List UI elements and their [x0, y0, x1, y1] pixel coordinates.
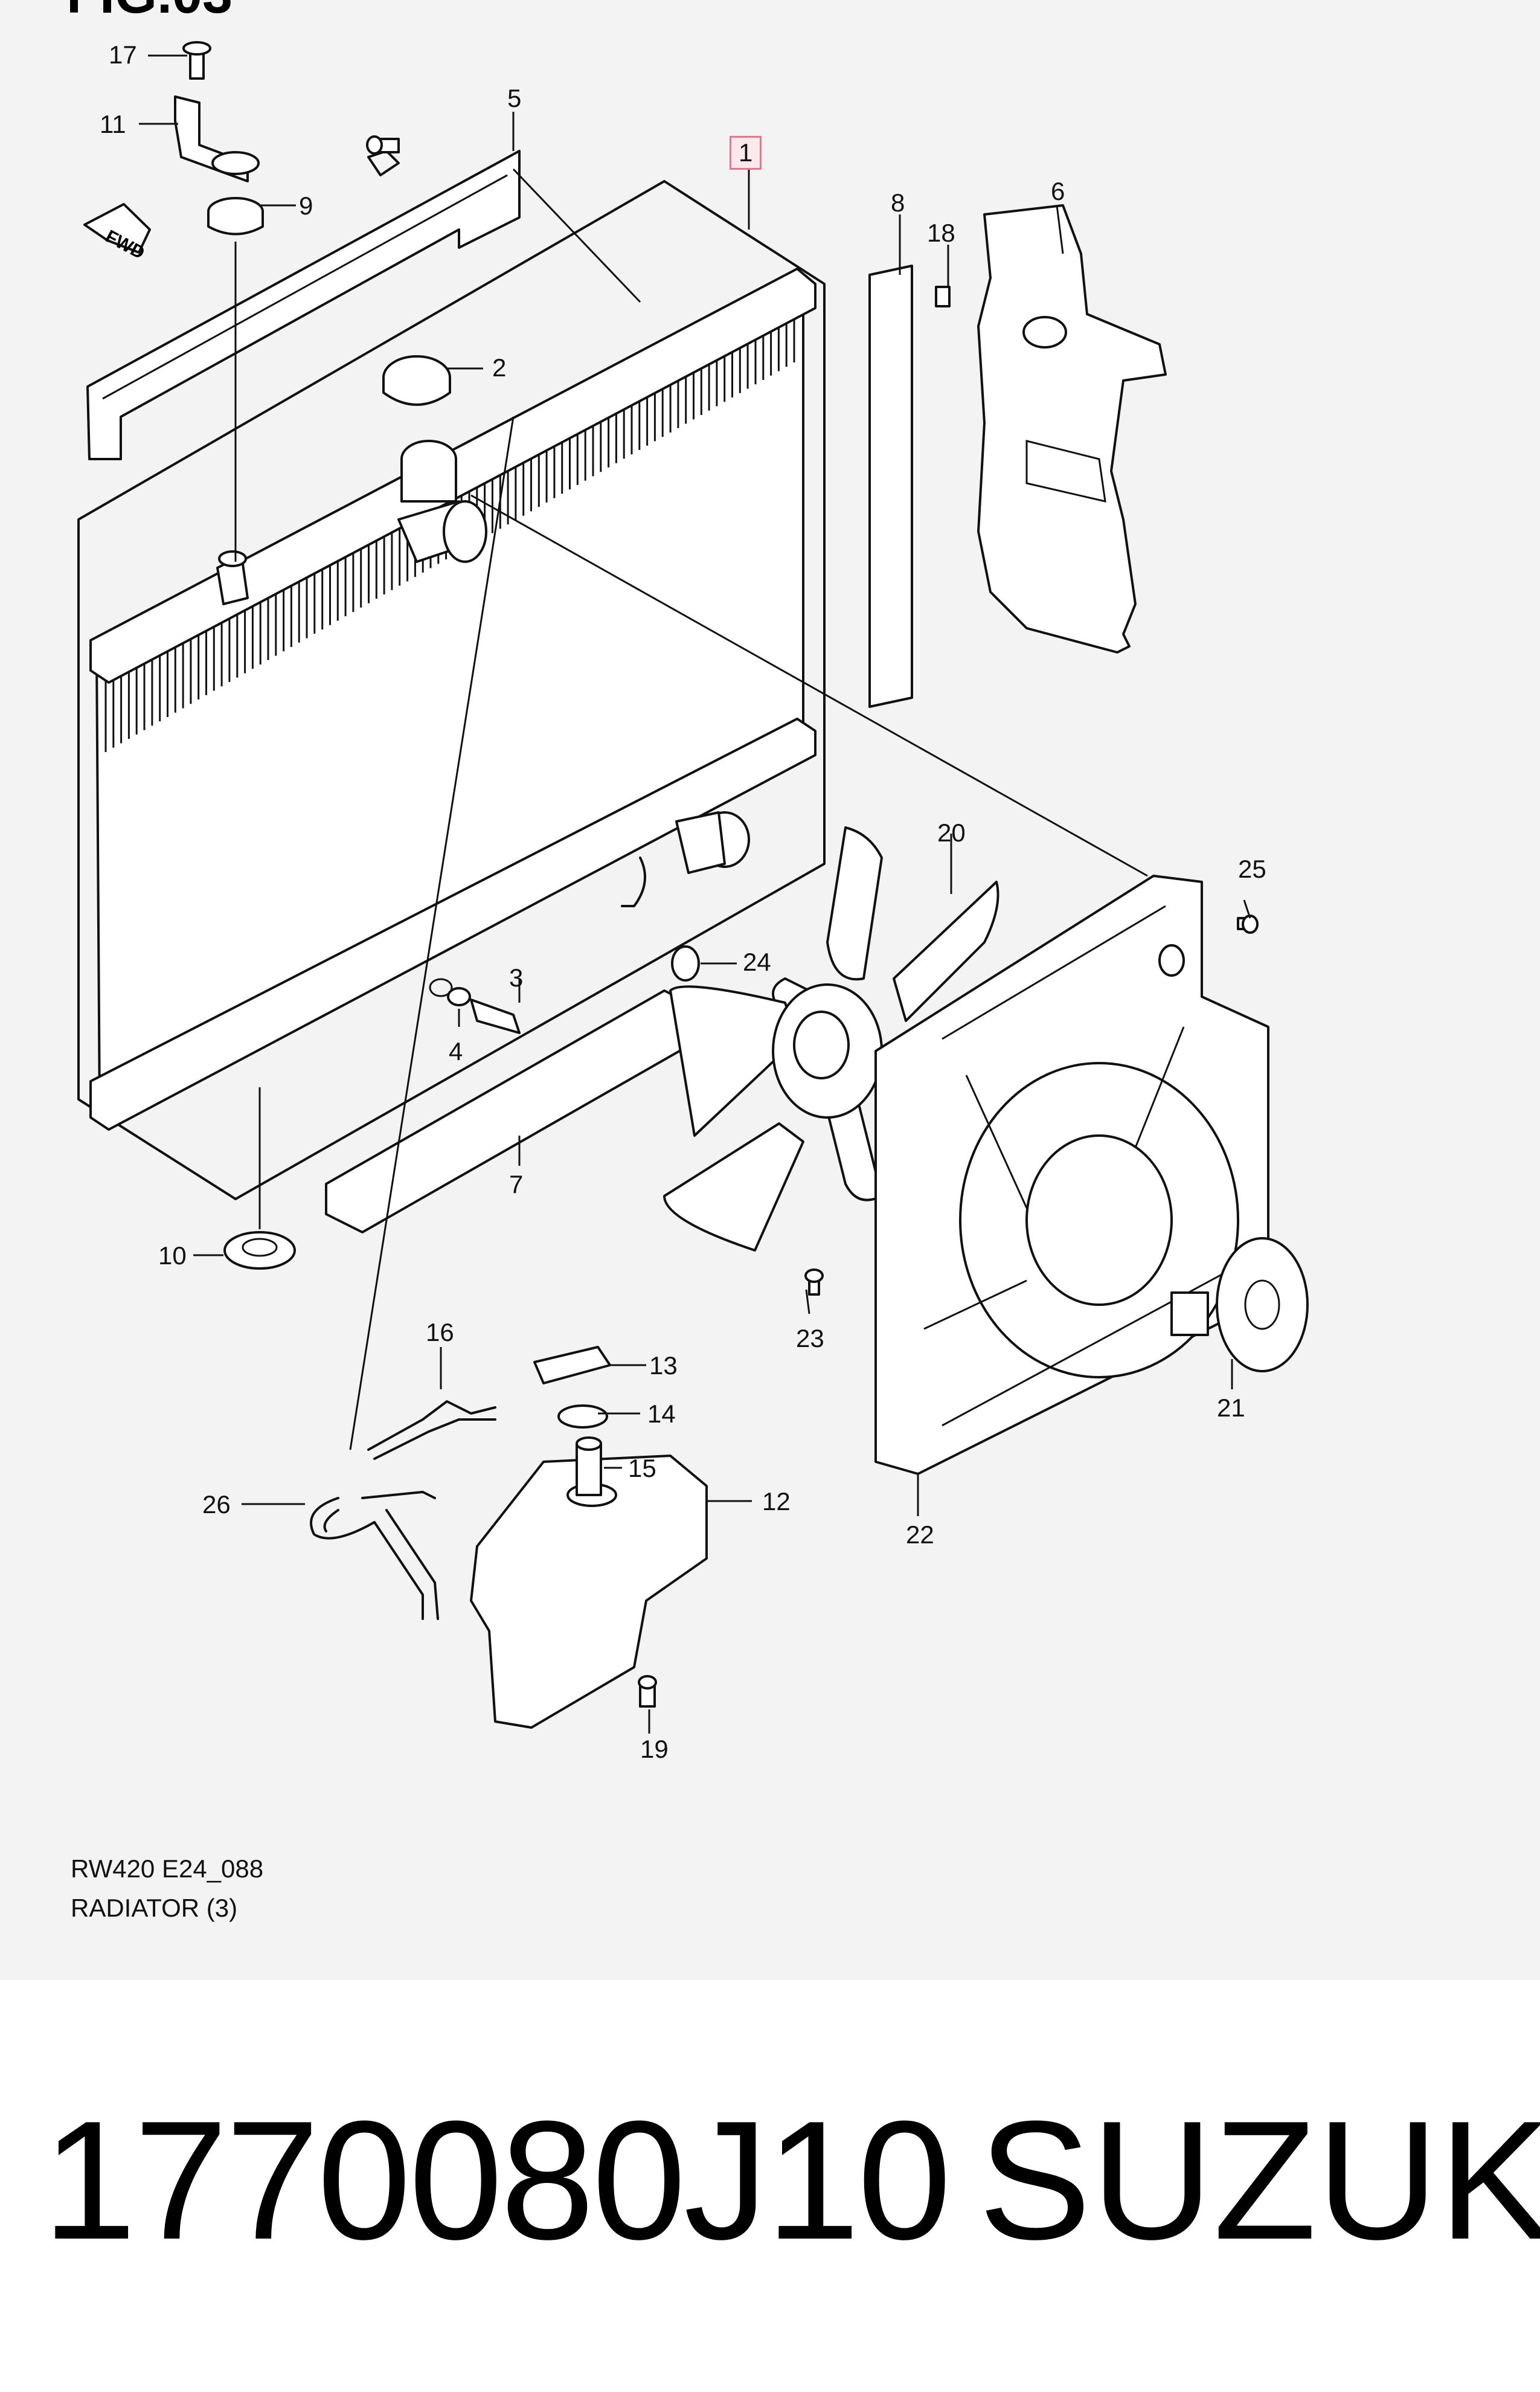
callout-5[interactable]: 5: [507, 84, 522, 112]
lower-cushion: [223, 1087, 296, 1270]
radiator-outline: [77, 180, 826, 1200]
callout-6[interactable]: 6: [1051, 177, 1065, 205]
air-guide: [935, 204, 1167, 654]
cooling-fan: [663, 826, 999, 1252]
callout-3[interactable]: 3: [509, 963, 524, 992]
callout-25[interactable]: 25: [1238, 855, 1266, 883]
callout-26[interactable]: 26: [202, 1490, 231, 1519]
callout-16[interactable]: 16: [426, 1318, 454, 1346]
callout-24[interactable]: 24: [743, 948, 771, 976]
part-number: 1770080J10: [42, 2086, 952, 2275]
callout-8[interactable]: 8: [891, 188, 905, 217]
callout-22[interactable]: 22: [906, 1520, 934, 1549]
radiator-core: [89, 268, 817, 1131]
fwd-arrow-icon: FWD: [83, 203, 151, 263]
callout-12[interactable]: 12: [762, 1487, 791, 1516]
radiator-cap: [382, 355, 451, 406]
callout-2[interactable]: 2: [492, 353, 507, 382]
callout-9[interactable]: 9: [299, 191, 313, 220]
sensor-parts: [429, 978, 521, 1034]
callout-11[interactable]: 11: [100, 110, 126, 138]
callout-17[interactable]: 17: [109, 40, 137, 69]
radiator-exploded-diagram: FWD: [77, 41, 1309, 1734]
callout-13[interactable]: 13: [649, 1351, 678, 1380]
brand-name: SUZUKI: [978, 2086, 1540, 2275]
fasteners: [671, 915, 1259, 1296]
reservoir-assembly: [310, 1346, 708, 1729]
callout-20[interactable]: 20: [937, 818, 966, 847]
upper-mount-parts: [174, 41, 400, 562]
callout-7[interactable]: 7: [509, 1170, 524, 1198]
callout-14[interactable]: 14: [647, 1400, 676, 1428]
diagram-code: RW420 E24_088: [71, 1854, 264, 1883]
callout-1[interactable]: 1: [730, 136, 762, 170]
leader-lines: [139, 54, 1251, 1734]
fan-motor: [1170, 1237, 1309, 1372]
callout-21[interactable]: 21: [1217, 1394, 1245, 1422]
diagram-title: RADIATOR (3): [71, 1894, 238, 1922]
fan-shroud: [874, 875, 1269, 1475]
callout-23[interactable]: 23: [796, 1324, 824, 1352]
diagram-panel: FIG.03 FWD: [0, 0, 1540, 1980]
callout-10[interactable]: 10: [158, 1241, 187, 1270]
callout-4[interactable]: 4: [449, 1037, 463, 1066]
figure-label: FIG.03: [66, 0, 233, 26]
callout-19[interactable]: 19: [640, 1735, 669, 1763]
callout-18[interactable]: 18: [927, 219, 955, 247]
seal-strip: [868, 265, 913, 708]
callout-15[interactable]: 15: [628, 1454, 656, 1482]
